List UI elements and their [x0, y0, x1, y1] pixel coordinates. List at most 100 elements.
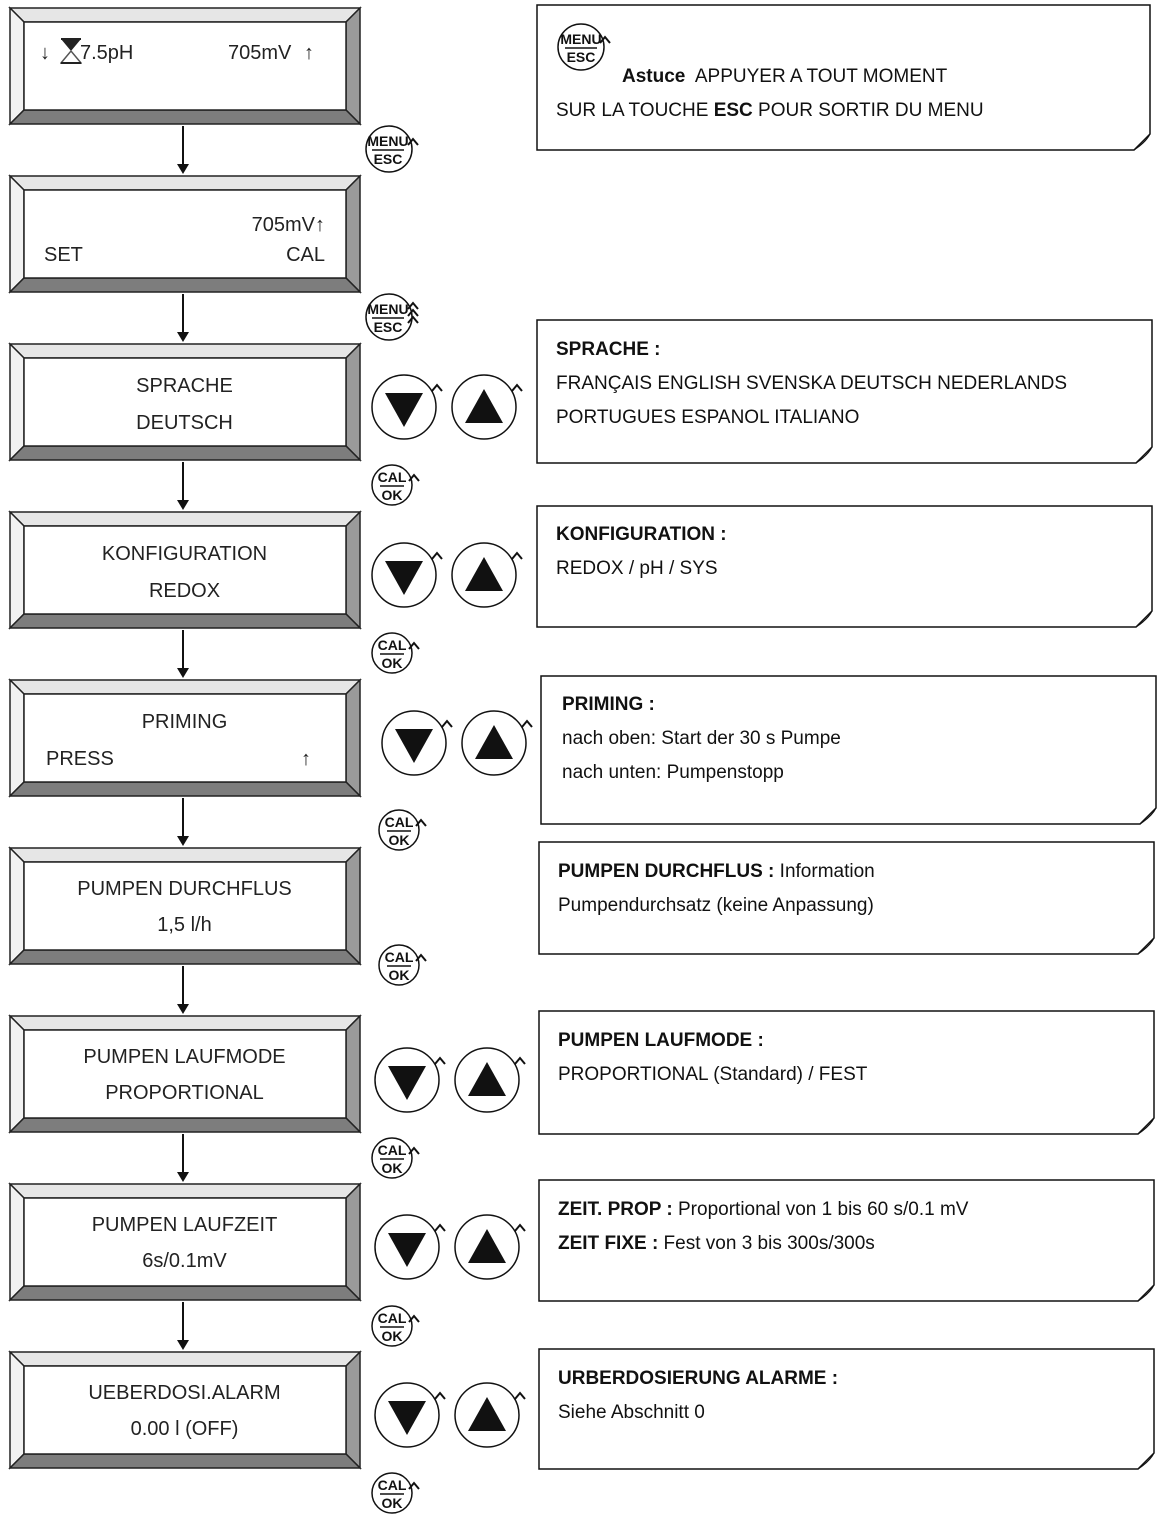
key-label: OK [389, 967, 410, 983]
bevel-right [345, 1350, 361, 1470]
key-label: OK [389, 832, 410, 848]
screen-konfiguration: KONFIGURATION REDOX [22, 512, 347, 602]
note-line: PORTUGUES ESPANOL ITALIANO [556, 407, 860, 428]
flow-arrow [177, 630, 189, 678]
key-label: CAL [385, 949, 414, 965]
key-circle [378, 944, 420, 986]
arrow-head [177, 332, 189, 342]
note-line: REDOX / pH / SYS [556, 558, 718, 579]
down-triangle-icon [385, 393, 423, 427]
arrow-head [177, 1004, 189, 1014]
note-frame [536, 319, 1153, 464]
note-priming: PRIMING : nach oben: Start der 30 s Pump… [562, 688, 841, 790]
down-triangle-icon [388, 1233, 426, 1267]
hourglass-icon [60, 38, 82, 64]
key-circle [371, 1305, 413, 1347]
screen-line-1: PRIMING [141, 711, 228, 733]
note-frame [536, 505, 1153, 628]
note-box-laufzeit [538, 1179, 1155, 1302]
down-key [374, 1047, 446, 1113]
key-label: ESC [374, 319, 403, 335]
lcd-frame [8, 846, 362, 966]
caret-glyph [434, 1391, 446, 1400]
bevel-right [345, 1014, 361, 1134]
arrow-up-glyph: ↑ [304, 42, 314, 64]
up-key [454, 1382, 526, 1448]
caret-glyph [599, 35, 611, 44]
note-line: APPUYER A TOUT MOMENT [694, 66, 948, 87]
down-key [371, 374, 443, 440]
screen-pumpen-laufmode: PUMPEN LAUFMODE PROPORTIONAL [22, 1016, 347, 1106]
key-circle [371, 632, 413, 674]
bevel-bottom [8, 445, 362, 461]
screen-line-1: PUMPEN LAUFZEIT [91, 1214, 278, 1236]
key-label: ESC [374, 151, 403, 167]
caret-glyph [407, 301, 419, 310]
note-fold [1137, 1284, 1155, 1302]
note-box-sprache [536, 319, 1153, 464]
down-key [374, 1214, 446, 1280]
caret-glyph [434, 1223, 446, 1232]
caret-glyph [408, 473, 420, 482]
screen-line-2: REDOX [148, 580, 221, 602]
key-label: OK [382, 1328, 403, 1344]
up-triangle-icon [465, 557, 503, 591]
bevel-bottom [8, 1453, 362, 1469]
esc-bold: ESC [713, 100, 753, 121]
lcd-frame [8, 678, 362, 798]
note-durchflus: PUMPEN DURCHFLUS : Information Pumpendur… [558, 855, 875, 923]
cal-ok-key: CAL OK [378, 944, 427, 986]
down-key [371, 542, 443, 608]
note-line: Proportional von 1 bis 60 s/0.1 mV [672, 1199, 969, 1220]
screen-home: ↓ 7.5pH 705mV ↑ [22, 8, 347, 98]
note-astuce: Astuce APPUYER A TOUT MOMENT SUR LA TOUC… [556, 60, 984, 128]
lcd-display [23, 1365, 347, 1455]
note-fold [1135, 610, 1153, 628]
bevel-right [345, 678, 361, 798]
caret-glyph [514, 1223, 526, 1232]
arrow-head [177, 1340, 189, 1350]
caret-glyph [408, 1314, 420, 1323]
bevel-right [345, 342, 361, 462]
note-frame [538, 1010, 1155, 1135]
bevel-bottom [8, 277, 362, 293]
note-line: SUR LA TOUCHE [556, 100, 714, 121]
caret-glyph [415, 818, 427, 827]
note-title: PUMPEN DURCHFLUS : [558, 861, 775, 882]
lcd-display [23, 525, 347, 615]
lcd-display [23, 357, 347, 447]
note-line: nach oben: Start der 30 s Pumpe [562, 728, 841, 749]
screen-line-1: KONFIGURATION [101, 543, 268, 565]
lcd-display [23, 189, 347, 279]
up-triangle-icon [468, 1229, 506, 1263]
note-fold [1137, 1117, 1155, 1135]
key-label: OK [382, 1160, 403, 1176]
note-box-laufmode [538, 1010, 1155, 1135]
caret-glyph [408, 1146, 420, 1155]
note-line: FRANÇAIS ENGLISH SVENSKA DEUTSCH NEDERLA… [556, 373, 1068, 394]
screen-set-cal: 705mV↑ SET CAL [22, 176, 347, 266]
key-label: MENU [560, 31, 601, 47]
screen-line-2: 0.00 l (OFF) [130, 1418, 239, 1440]
screen-line-2: 6s/0.1mV [142, 1250, 227, 1272]
bevel-bottom [8, 109, 362, 125]
caret-glyph [514, 1391, 526, 1400]
lcd-frame [8, 6, 362, 126]
note-line: POUR SORTIR DU MENU [752, 100, 984, 121]
down-key [381, 710, 453, 776]
caret-glyph [431, 383, 443, 392]
screen-line-2: 1,5 l/h [157, 914, 212, 936]
screen-pumpen-laufzeit: PUMPEN LAUFZEIT 6s/0.1mV [22, 1184, 347, 1274]
note-title: PRIMING : [562, 694, 655, 715]
flow-arrow [177, 1134, 189, 1182]
note-line: PROPORTIONAL (Standard) / FEST [558, 1064, 868, 1085]
press-label: PRESS [46, 748, 114, 770]
note-title: PUMPEN LAUFMODE : [558, 1030, 764, 1051]
key-label: CAL [378, 637, 407, 653]
up-key [454, 1214, 526, 1280]
key-label: CAL [378, 469, 407, 485]
